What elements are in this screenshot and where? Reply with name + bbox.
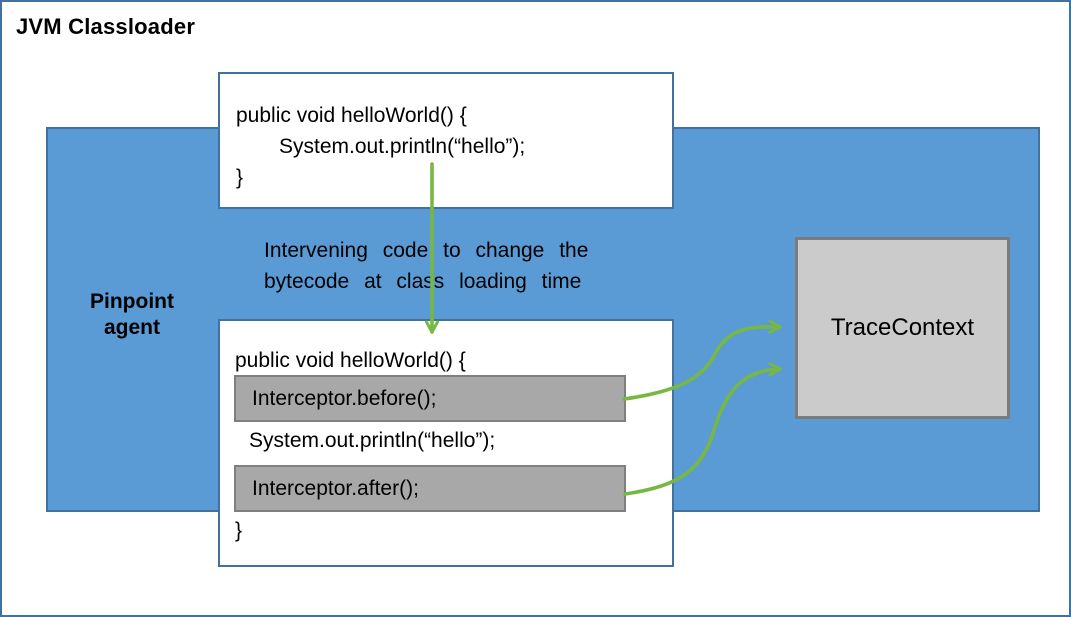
- diagram-title: JVM Classloader: [16, 14, 196, 39]
- trace-context-label: TraceContext: [830, 314, 975, 341]
- modified-code-line2: System.out.println(“hello”);: [249, 429, 496, 452]
- interceptor-after-label: Interceptor.after();: [252, 476, 419, 500]
- original-code-line3: }: [236, 166, 244, 189]
- pinpoint-agent-label-line2: agent: [103, 316, 160, 339]
- original-code-box: public void helloWorld() { System.out.pr…: [218, 72, 674, 209]
- interceptor-before-box: Interceptor.before();: [234, 375, 626, 422]
- bytecode-annotation-line1: Intervening code to change the: [264, 239, 589, 262]
- bytecode-annotation-line2: bytecode at class loading time: [264, 270, 582, 293]
- interceptor-after-box: Interceptor.after();: [234, 465, 626, 512]
- modified-code-box: public void helloWorld() { Interceptor.b…: [218, 319, 674, 567]
- original-code-line1: public void helloWorld() {: [236, 104, 467, 127]
- modified-code-line3: }: [235, 519, 243, 542]
- trace-context-box: TraceContext: [795, 237, 1010, 419]
- interceptor-before-label: Interceptor.before();: [252, 386, 437, 410]
- original-code-line2: System.out.println(“hello”);: [279, 135, 526, 158]
- modified-code-line1: public void helloWorld() {: [235, 349, 466, 372]
- pinpoint-agent-label-line1: Pinpoint: [90, 290, 174, 313]
- pinpoint-agent-label: Pinpoint agent: [47, 289, 217, 341]
- bytecode-annotation: Intervening code to change the bytecode …: [264, 235, 659, 297]
